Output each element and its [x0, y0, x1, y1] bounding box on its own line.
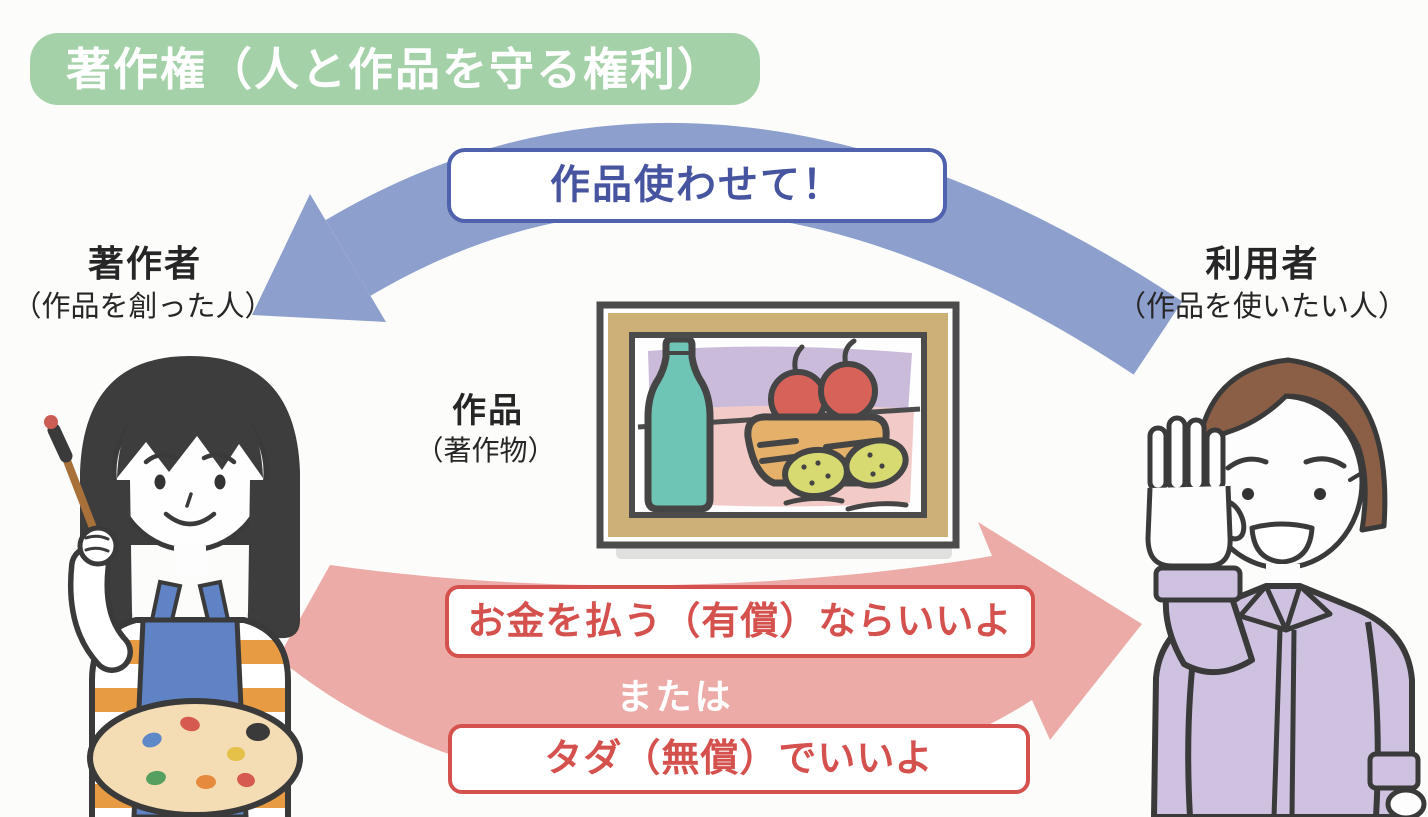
eye [1242, 488, 1254, 500]
eye [154, 474, 166, 490]
user-illustration [1145, 357, 1427, 817]
bottle [644, 338, 714, 512]
right-hand [1385, 787, 1427, 817]
eyebrows [1225, 456, 1347, 471]
palette-paint-daubs [142, 716, 255, 789]
apron-strap [149, 579, 183, 622]
collar-right [1283, 583, 1333, 633]
smile-mouth [163, 511, 217, 527]
palette-thumb-hole [246, 723, 270, 741]
palette [87, 698, 303, 817]
permission-free-label-box: タダ（無償）でいいよ [448, 724, 1030, 794]
tablecloth-squiggles [783, 495, 909, 512]
work-description-label: （著作物） [415, 434, 556, 467]
work-name-label: 作品 [452, 391, 524, 431]
raised-arm [73, 550, 128, 668]
author-name-label: 著作者 [87, 244, 202, 285]
right-cuff [1367, 751, 1421, 791]
apron-strap [197, 579, 231, 622]
request-label-box: 作品使わせて！ [447, 148, 947, 223]
page-title: 著作権（人と作品を守る権利） [30, 33, 761, 105]
neck [174, 546, 206, 574]
lemon-dots [801, 452, 885, 486]
permission-paid-label-box: お金を払う（有償）ならいいよ [445, 585, 1035, 658]
basket-slats [757, 438, 877, 466]
sleeve-cuff [1153, 565, 1243, 603]
collar-left [1237, 583, 1289, 633]
fist [77, 525, 119, 567]
lemon [843, 437, 909, 489]
author-description-label: （作品を創った人） [12, 289, 274, 323]
user-name-label: 利用者 [1205, 244, 1320, 285]
paintbrush-bristles [47, 423, 73, 463]
paintbrush-paint-tip [44, 415, 58, 429]
user-description-label: （作品を使いたい人） [1116, 289, 1407, 323]
eye [214, 474, 226, 490]
nose [185, 492, 193, 508]
apple [818, 361, 878, 421]
eye [1314, 488, 1326, 500]
request-arrowhead-icon [252, 194, 386, 322]
waving-hand [1145, 415, 1247, 569]
raised-sleeve [1162, 595, 1255, 676]
permission-or-label: または [616, 677, 734, 718]
author-illustration [44, 356, 303, 817]
hair-right-lock [247, 480, 300, 639]
still-life-art [637, 338, 921, 512]
framed-painting-illustration [596, 301, 960, 559]
eyebrows [143, 452, 237, 465]
fist-finger-lines [84, 534, 110, 553]
open-smile-mouth [1249, 521, 1315, 565]
placket-lines [1271, 629, 1297, 817]
